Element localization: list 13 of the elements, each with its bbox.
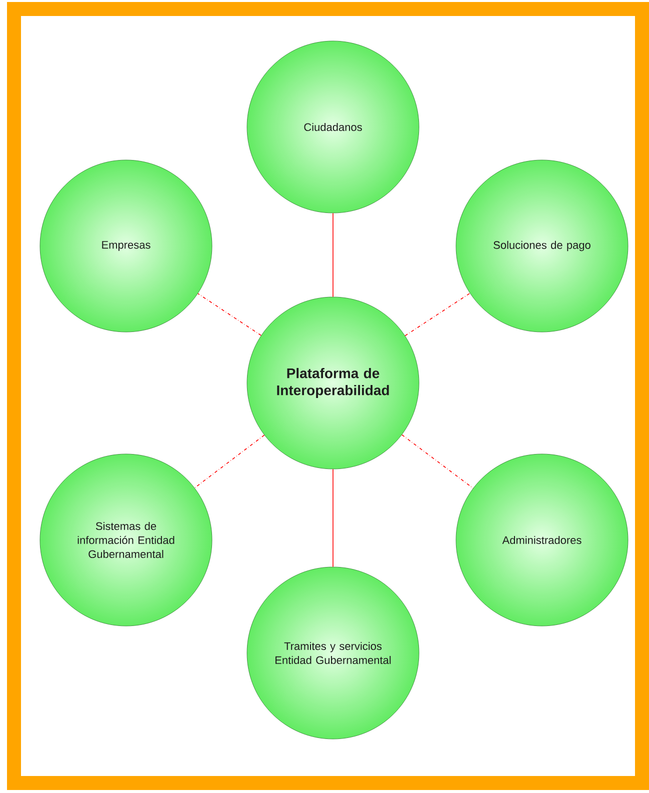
connector-line bbox=[332, 212, 334, 298]
connector-line bbox=[402, 434, 474, 489]
circle-node: Ciudadanos bbox=[246, 40, 420, 214]
connector-line bbox=[194, 434, 265, 488]
circle-node: Sistemas de información Entidad Gubernamental bbox=[40, 454, 212, 626]
connector-line bbox=[332, 468, 334, 568]
circle-node: Soluciones de pago bbox=[456, 160, 628, 332]
connector-line bbox=[404, 292, 470, 336]
circle-node: Administradores bbox=[456, 454, 628, 626]
circle-node: Empresas bbox=[40, 160, 212, 332]
connector-line bbox=[197, 293, 262, 336]
circle-node: Plataforma de Interoperabilidad bbox=[246, 296, 420, 470]
circle-node: Tramites y servicios Entidad Gubernamental bbox=[246, 566, 420, 740]
